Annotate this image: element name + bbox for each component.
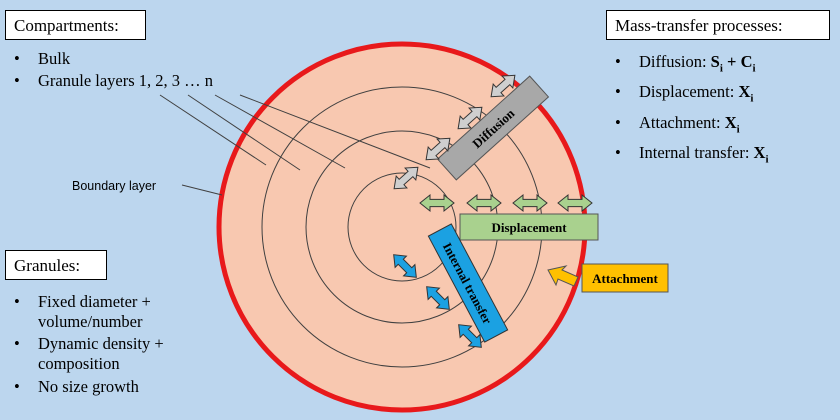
list-item: Diffusion: Si + Ci: [611, 50, 836, 80]
leader-line-4: [239, 94, 431, 169]
list-item: No size growth: [10, 376, 210, 398]
list-item: Granule layers 1, 2, 3 … n: [10, 70, 310, 92]
displacement-label: Displacement: [491, 220, 567, 235]
list-item: Bulk: [10, 48, 310, 70]
internal-transfer-arrow: [458, 324, 482, 348]
displacement-arrow: [512, 193, 548, 213]
diffusion-arrow: [393, 166, 419, 190]
displacement-arrow: [419, 193, 455, 213]
compartments-list: Bulk Granule layers 1, 2, 3 … n: [10, 48, 310, 92]
granules-list: Fixed diameter + volume/number Dynamic d…: [10, 292, 210, 398]
list-item: Displacement: Xi: [611, 80, 836, 110]
attachment-arrow: [547, 265, 579, 287]
internal-transfer-box: [427, 223, 509, 343]
leader-line-2: [187, 94, 301, 171]
attachment-label: Attachment: [592, 271, 658, 286]
leader-line-3: [214, 94, 346, 169]
granule-layer-3: [347, 172, 457, 282]
diffusion-box: [436, 75, 550, 181]
list-item: Attachment: Xi: [611, 111, 836, 141]
leader-line-1: [159, 94, 267, 166]
granules-panel: Granules:: [5, 250, 107, 280]
mass-transfer-panel: Mass-transfer processes:: [606, 10, 830, 40]
mass-transfer-list: Diffusion: Si + Ci Displacement: Xi Atta…: [611, 50, 836, 171]
granules-title: Granules:: [14, 256, 81, 275]
displacement-arrow: [557, 193, 593, 213]
list-item: Fixed diameter + volume/number: [10, 292, 210, 334]
displacement-arrow: [466, 193, 502, 213]
diffusion-arrow: [457, 106, 483, 130]
list-item: Dynamic density + composition: [10, 334, 210, 376]
internal-transfer-arrow: [426, 286, 450, 310]
compartments-title: Compartments:: [14, 16, 119, 35]
internal-transfer-arrow: [393, 254, 417, 278]
list-item: Internal transfer: Xi: [611, 141, 836, 171]
boundary-layer-label: Boundary layer: [72, 179, 156, 193]
attachment-box: [581, 263, 669, 293]
diffusion-arrow: [490, 74, 516, 98]
boundary-layer-leader: [181, 184, 223, 196]
displacement-box: [459, 213, 599, 241]
mass-transfer-title: Mass-transfer processes:: [615, 16, 783, 35]
diffusion-arrow: [425, 137, 451, 161]
compartments-panel: Compartments:: [5, 10, 146, 40]
